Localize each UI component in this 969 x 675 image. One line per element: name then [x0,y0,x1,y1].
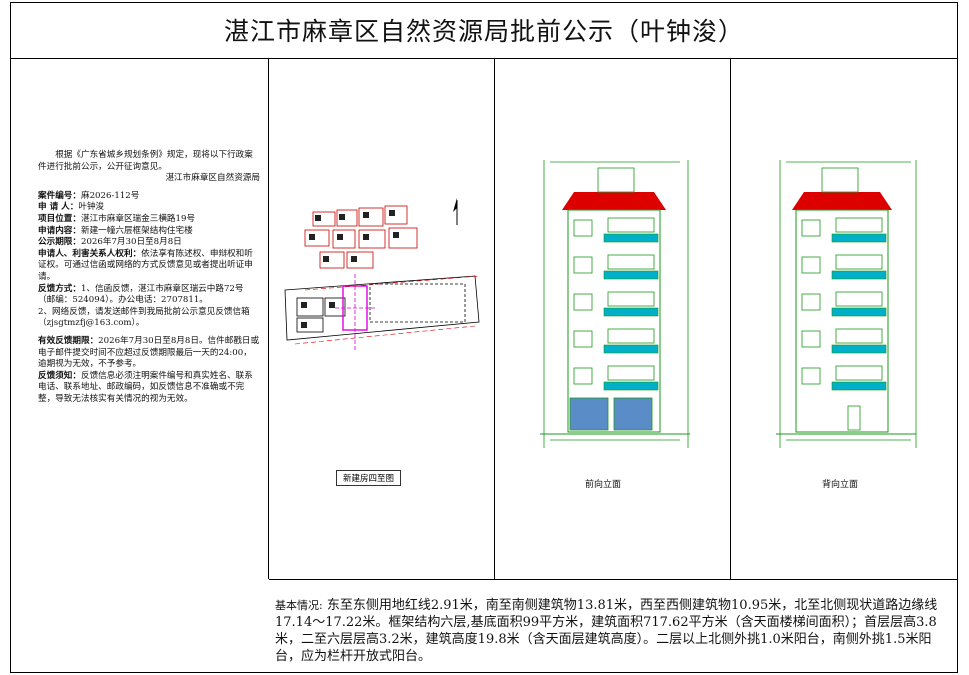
basic-info-panel [269,579,958,673]
period: 2026年7月30日至8月8日 [80,237,182,248]
basic-text: 东至东侧用地红线2.91米，南至南侧建筑物13.81米，西至西侧建筑物10.95… [275,598,938,664]
shutter-door-left [569,397,609,431]
building-body [567,209,661,433]
case-no: 麻2026-112号 [80,190,140,201]
stair-tower [597,167,635,193]
feedback-2: 2、网络反馈，请发送邮件到我局批前公示意见反馈信箱（zjsgtmzfj@163.… [38,306,250,329]
back-elevation-dims [779,160,917,448]
road-boundary [284,275,480,341]
balcony-railing [831,270,887,280]
rights: 依法享有陈述权、申辩权和听证权。可通过信函或网络的方式反馈意见或者提出听证申请。 [38,248,253,282]
front-elevation-panel [495,59,731,579]
notice-panel [11,59,269,579]
front-elevation-dims [543,160,689,448]
site-plan-drawing [284,198,481,350]
feedback-1: 1、信函反馈，湛江市麻章区瑞云中路72号（邮编：524094）。办公电话：270… [38,283,244,306]
feedback-label: 反馈方式： [38,283,81,294]
balcony-railing [831,307,887,317]
roof [792,192,892,210]
notice-text: 根据《广东省城乡规划条例》规定，现将以下行政案件进行批前公示，公开征询意见。 湛… [38,150,260,405]
roof [562,192,666,210]
north-arrow-icon [453,198,458,225]
content: 新建一幢六层框架结构住宅楼 [80,225,193,236]
balcony-window [835,254,883,270]
back-door [847,405,861,431]
case-no-label: 案件编号： [38,190,81,201]
basic-info: 基本情况: 东至东侧用地红线2.91米，南至南侧建筑物13.81米，西至西侧建筑… [275,597,950,665]
balcony-window [607,217,655,233]
back-elevation-caption: 背向立面 [822,480,859,490]
valid: 2026年7月30日至8月8日。信件邮戳日或电子邮件提交时间不应超过反馈期限最后… [38,335,260,370]
balcony-window [607,254,655,270]
applicant: 叶钟浚 [78,202,105,213]
valid-label: 有效反馈期限： [38,335,99,346]
balcony-railing [603,344,659,354]
neighbor-building-w [296,297,324,317]
stair-tower [821,167,859,193]
site-plan-panel [269,59,495,579]
title-row: 湛江市麻章区自然资源局批前公示（叶钟浚） [10,2,958,59]
back-elevation-drawing [776,160,917,448]
balcony-railing [831,344,887,354]
balcony-railing [603,233,659,243]
window [573,256,593,274]
rights-label: 申请人、利害关系人权利： [38,248,142,259]
surrounding-buildings [304,205,418,269]
building-body [795,209,889,433]
balcony-window [607,328,655,344]
building-hatching [309,210,399,262]
balcony-railing [603,381,659,391]
front-elevation-caption: 前向立面 [585,480,622,490]
balcony-railing [831,233,887,243]
page-title: 湛江市麻章区自然资源局批前公示（叶钟浚） [223,17,744,46]
shutter-door-right [613,397,653,431]
balcony-railing [603,307,659,317]
neighbor-building-w2 [324,297,346,317]
balcony-window [835,328,883,344]
window [801,219,821,237]
balcony-railing [603,270,659,280]
period-label: 公示期限： [38,237,81,248]
balcony-window [835,217,883,233]
window [801,293,821,311]
window [801,330,821,348]
balcony-window [835,291,883,307]
notice-issuer: 湛江市麻章区自然资源局 [165,173,260,184]
window [573,219,593,237]
window [573,330,593,348]
must-label: 反馈须知： [38,370,81,381]
location: 湛江市麻章区瑞金三横路19号 [80,213,196,224]
must: 反馈信息必须注明案件编号和真实姓名、联系电话、联系地址、邮政编码，如反馈信息不准… [38,370,253,404]
basic-label: 基本情况: [275,599,323,612]
notice-intro: 根据《广东省城乡规划条例》规定，现将以下行政案件进行批前公示，公开征询意见。 [38,150,253,172]
applicant-label: 申 请 人： [38,202,79,213]
balcony-window [607,365,655,381]
window [573,293,593,311]
location-label: 项目位置： [38,213,81,224]
balcony-window [835,365,883,381]
front-elevation-drawing [540,160,690,448]
site-plan-caption: 新建房四至图 [336,470,402,486]
balcony-railing [831,381,887,391]
neighbor-building-sw [296,317,324,333]
balcony-window [607,291,655,307]
open-lot [369,283,466,323]
window [801,256,821,274]
window [801,367,821,385]
content-label: 申请内容： [38,225,81,236]
window [573,367,593,385]
page-frame [10,2,958,673]
